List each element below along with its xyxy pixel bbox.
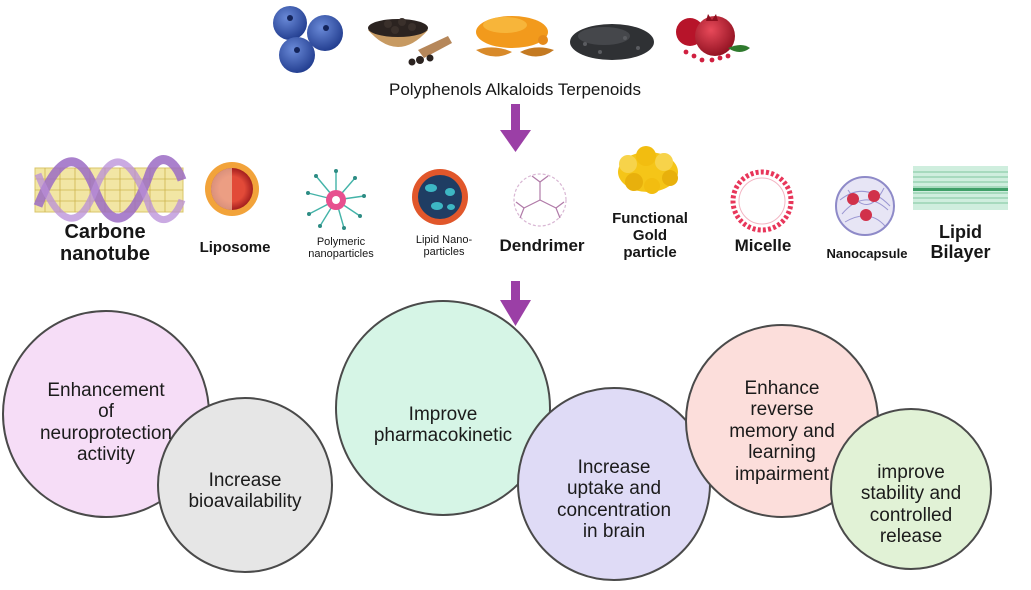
gold-particle-icon bbox=[618, 146, 678, 194]
liposome-icon bbox=[205, 162, 259, 216]
benefit-label-neuroprotection: Enhancement of neuroprotection activity bbox=[39, 380, 173, 466]
benefit-circle-pharmacokinetic bbox=[335, 300, 551, 516]
polymeric-nanoparticles-label: Polymeric nanoparticles bbox=[308, 236, 374, 261]
lipid-nanoparticles-label: Lipid Nano- particles bbox=[415, 234, 473, 259]
liposome-label: Liposome bbox=[199, 239, 271, 256]
sources-label: Polyphenols Alkaloids Terpenoids bbox=[388, 80, 642, 99]
blueberries-icon bbox=[273, 6, 343, 73]
pomegranate-icon bbox=[676, 14, 750, 63]
carbon-nanotube-label: Carbone nanotube bbox=[60, 221, 150, 266]
arrow-sources-to-carriers bbox=[500, 104, 531, 152]
micelle-icon bbox=[730, 169, 794, 233]
dendrimer-label: Dendrimer bbox=[499, 236, 585, 255]
nanocapsule-label: Nanocapsule bbox=[826, 246, 908, 261]
lipid-bilayer-icon bbox=[913, 166, 1008, 210]
benefit-circles bbox=[2, 300, 992, 581]
black-seeds-icon bbox=[570, 24, 654, 60]
benefit-label-stability: improve stability and controlled release bbox=[860, 462, 962, 548]
micelle-label: Micelle bbox=[734, 236, 792, 255]
benefit-label-memory: Enhance reverse memory and learning impa… bbox=[729, 378, 835, 485]
lipid-bilayer-label: Lipid Bilayer bbox=[930, 222, 991, 263]
dendrimer-icon bbox=[513, 173, 567, 227]
benefit-label-bioavailability: Increase bioavailability bbox=[188, 470, 302, 513]
carbon-nanotube-icon bbox=[33, 155, 187, 224]
benefit-circle-stability bbox=[830, 408, 992, 570]
benefit-circle-bioavailability bbox=[157, 397, 333, 573]
turmeric-icon bbox=[476, 16, 554, 57]
benefit-label-pharmacokinetic: Improve pharmacokinetic bbox=[373, 404, 513, 447]
nanocapsule-icon bbox=[835, 176, 895, 236]
lipid-nanoparticle-icon bbox=[412, 169, 468, 225]
polymeric-nanoparticle-icon bbox=[306, 169, 366, 230]
arrow-carriers-to-benefits bbox=[500, 281, 531, 326]
benefit-label-brain-uptake: Increase uptake and concentration in bra… bbox=[556, 457, 672, 543]
black-pepper-icon bbox=[368, 18, 452, 66]
gold-particle-label: Functional Gold particle bbox=[612, 210, 688, 261]
